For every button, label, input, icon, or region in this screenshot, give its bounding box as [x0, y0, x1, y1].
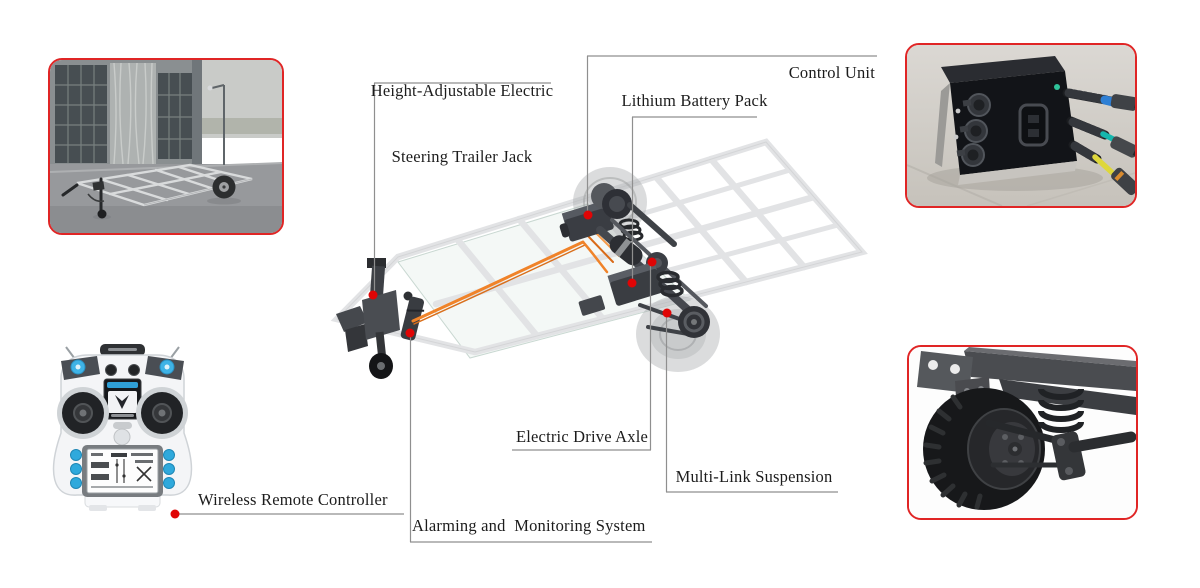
- wireless-remote-controller-photo: [45, 343, 200, 513]
- suspension-component: [578, 270, 710, 338]
- callout-dots: [170, 210, 672, 519]
- control-unit-photo-art: [907, 45, 1135, 206]
- photo-trailer-frame: [61, 163, 253, 220]
- control-box: [935, 56, 1077, 185]
- cables: [1062, 88, 1135, 196]
- alarm-sensor-component: [400, 291, 425, 341]
- building: [50, 60, 202, 170]
- trailer-chassis-photo-art: [50, 60, 282, 233]
- coil-spring: [1038, 388, 1084, 433]
- control-unit-photo: [905, 43, 1137, 208]
- control-unit-label: Control Unit: [788, 63, 875, 82]
- trailer-jack-label: Height-Adjustable Electric Steering Trai…: [342, 36, 582, 212]
- drive-axle-callout-dot: [647, 257, 657, 267]
- trailer-jack-label-line2: Steering Trailer Jack: [391, 147, 533, 166]
- battery-leader-line: [631, 116, 757, 279]
- battery-box-component: [607, 261, 663, 306]
- trailer-chassis-photo: [48, 58, 284, 235]
- orange-cable: [411, 230, 620, 325]
- wireless-remote-label: Wireless Remote Controller: [198, 490, 388, 509]
- wheel-suspension-art: [909, 347, 1136, 518]
- control-unit-callout-dot: [583, 210, 593, 220]
- suspension-callout-dot: [662, 308, 672, 318]
- drive-axle-leader-line: [512, 266, 652, 451]
- trailer-jack-label-line1: Height-Adjustable Electric: [370, 81, 554, 100]
- street-lamp: [211, 84, 225, 165]
- suspension-arms: [985, 419, 1136, 481]
- alarming-monitoring-label: Alarming and Monitoring System: [412, 516, 646, 535]
- multi-link-suspension-label: Multi-Link Suspension: [675, 467, 833, 486]
- ghost-wheels: [573, 167, 720, 372]
- remote-screen: [103, 378, 142, 420]
- electric-drive-axle-label: Electric Drive Axle: [515, 427, 649, 446]
- glass-panel: [397, 203, 691, 359]
- remote-controller-art: [52, 344, 193, 511]
- remote-gimbals: [57, 387, 188, 439]
- tire-and-rim: [923, 388, 1045, 510]
- wheel-suspension-photo: [907, 345, 1138, 520]
- lithium-battery-label: Lithium Battery Pack: [621, 91, 768, 110]
- battery-callout-dot: [627, 278, 637, 288]
- trailer-jack-component: [336, 258, 400, 379]
- drive-axle-component: [591, 183, 708, 322]
- remote-sticker-panel: [70, 445, 175, 497]
- jack-callout-dot: [368, 290, 378, 300]
- alarm-callout-dot: [405, 328, 415, 338]
